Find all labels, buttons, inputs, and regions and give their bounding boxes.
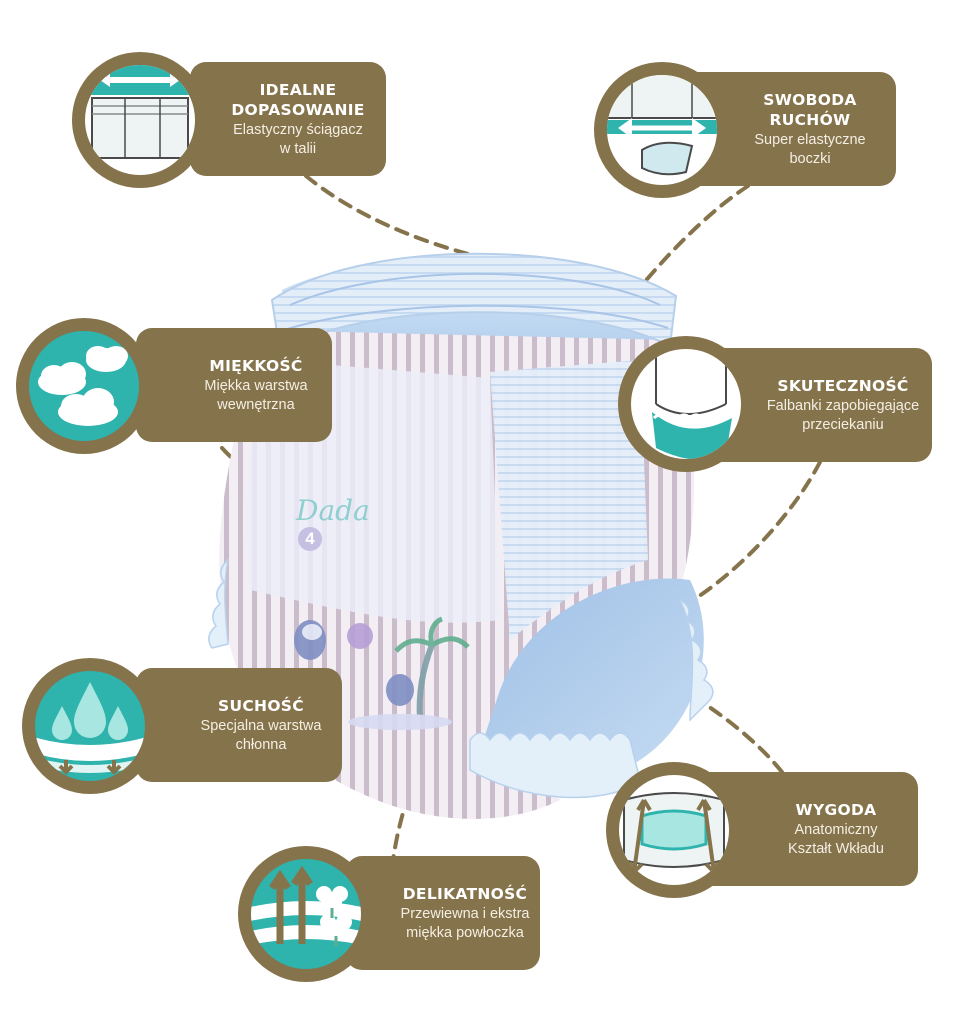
absorbent-drops-icon <box>20 656 160 796</box>
delicacy-title: DELIKATNOŚĆ <box>402 884 528 903</box>
dryness-label: SUCHOŚĆ Specjalna warstwa chłonna <box>136 668 342 782</box>
effectiveness-title: SKUTECZNOŚĆ <box>777 376 909 395</box>
fit-description: Elastyczny ściągacz w talii <box>233 121 363 157</box>
fit-title: IDEALNE DOPASOWANIE <box>231 80 365 119</box>
effectiveness-description: Falbanki zapobiegające przeciekaniu <box>766 397 920 433</box>
delicacy-label: DELIKATNOŚĆ Przewiewna i ekstra miękka p… <box>346 856 540 970</box>
dryness-title: SUCHOŚĆ <box>218 696 304 715</box>
delicacy-description: Przewiewna i ekstra miękka powłoczka <box>400 905 530 941</box>
softness-title: MIĘKKOŚĆ <box>209 356 303 375</box>
softness-description: Miękka warstwa wewnętrzna <box>204 377 308 413</box>
brand-name: Dada <box>296 494 370 527</box>
connector-effectiveness <box>678 460 822 610</box>
comfort-title: WYGODA <box>795 800 877 819</box>
connector-fit <box>304 174 486 260</box>
stretch-sides-icon <box>592 60 732 200</box>
anatomic-insert-icon <box>604 760 744 900</box>
freedom-title: SWOBODA RUCHÓW <box>763 90 857 129</box>
fit-label: IDEALNE DOPASOWANIE Elastyczny ściągacz … <box>190 62 386 176</box>
comfort-description: Anatomiczny Kształt Wkładu <box>788 821 884 857</box>
leak-guard-frills-icon <box>616 334 756 474</box>
softness-label: MIĘKKOŚĆ Miękka warstwa wewnętrzna <box>136 328 332 442</box>
breathable-cotton-icon <box>236 844 376 984</box>
elastic-waist-icon <box>70 50 210 190</box>
brand-logo: Dada 4 <box>296 494 396 551</box>
freedom-description: Super elastyczne boczki <box>754 131 866 167</box>
size-badge: 4 <box>298 527 322 551</box>
clouds-icon <box>14 316 154 456</box>
dryness-description: Specjalna warstwa chłonna <box>200 717 322 753</box>
